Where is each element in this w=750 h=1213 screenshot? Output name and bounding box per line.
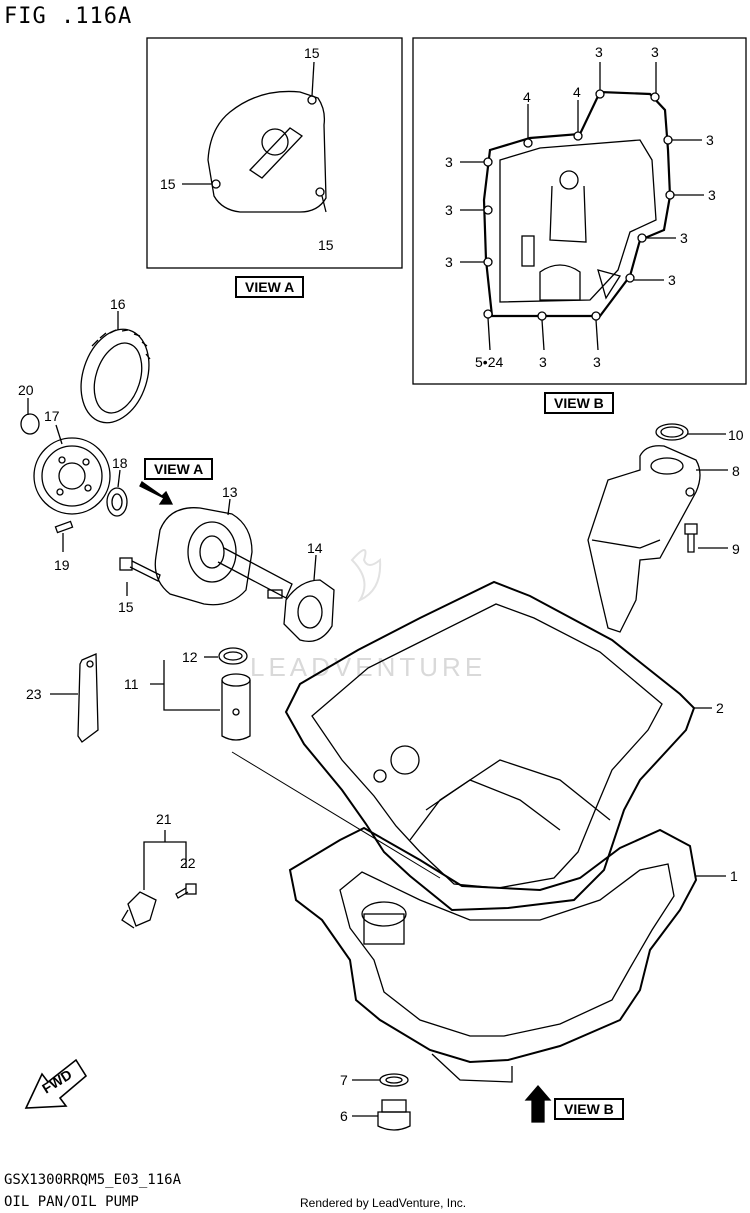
part-17-sprocket bbox=[33, 437, 111, 515]
view-b-frame bbox=[412, 37, 747, 385]
callout-13: 13 bbox=[222, 484, 238, 500]
callout-view-b-3-c: 3 bbox=[445, 154, 453, 170]
part-9-bolt bbox=[684, 523, 698, 553]
part-7-gasket bbox=[379, 1073, 409, 1087]
callout-11: 11 bbox=[124, 676, 139, 692]
part-1-oil-pan bbox=[231, 751, 698, 1083]
callout-22: 22 bbox=[180, 855, 196, 871]
figure-name: OIL PAN/OIL PUMP bbox=[4, 1194, 139, 1210]
part-10-o-ring bbox=[655, 423, 689, 441]
view-b-bolt-holes bbox=[483, 89, 675, 321]
callout-7: 7 bbox=[340, 1072, 348, 1088]
callout-view-b-5-24: 5•24 bbox=[475, 354, 503, 370]
callout-view-b-3-a: 3 bbox=[595, 44, 603, 60]
view-a-frame bbox=[146, 37, 403, 269]
callout-23: 23 bbox=[26, 686, 42, 702]
part-20-circlip bbox=[20, 413, 40, 435]
callout-12: 12 bbox=[182, 649, 198, 665]
view-b-pointer-label: VIEW B bbox=[554, 1098, 624, 1120]
part-22-bolt bbox=[175, 883, 197, 899]
callout-1: 1 bbox=[730, 868, 738, 884]
view-a-label: VIEW A bbox=[235, 276, 305, 298]
part-15-bolt bbox=[119, 557, 161, 582]
part-23-guide bbox=[77, 653, 99, 743]
part-16-chain bbox=[80, 328, 151, 424]
part-12-o-ring bbox=[218, 647, 248, 665]
part-14-gasket bbox=[283, 579, 335, 643]
view-b-label: VIEW B bbox=[544, 392, 614, 414]
callout-18: 18 bbox=[112, 455, 128, 471]
view-b-arrow-icon bbox=[524, 1085, 552, 1123]
callout-17: 17 bbox=[44, 408, 60, 424]
part-18-washer bbox=[106, 487, 128, 517]
figure-code: GSX1300RRQM5_E03_116A bbox=[4, 1172, 182, 1188]
callout-view-b-3-i: 3 bbox=[668, 272, 676, 288]
callout-21: 21 bbox=[156, 811, 172, 827]
callout-view-b-3-f: 3 bbox=[708, 187, 716, 203]
callout-20: 20 bbox=[18, 382, 34, 398]
fwd-arrow-icon: FWD bbox=[24, 1058, 88, 1109]
callout-view-b-3-g: 3 bbox=[445, 254, 453, 270]
callout-view-b-3-k: 3 bbox=[593, 354, 601, 370]
callout-10: 10 bbox=[728, 427, 744, 443]
callout-15: 15 bbox=[118, 599, 134, 615]
callout-view-b-4-a: 4 bbox=[523, 89, 531, 105]
callout-8: 8 bbox=[732, 463, 740, 479]
callout-14: 14 bbox=[307, 540, 323, 556]
part-13-oil-pump bbox=[154, 507, 293, 606]
oil-pan-gasket-view-b bbox=[482, 90, 672, 318]
callout-19: 19 bbox=[54, 557, 70, 573]
callout-view-b-3-b: 3 bbox=[651, 44, 659, 60]
callout-view-a-15-left: 15 bbox=[160, 176, 176, 192]
callout-view-a-15-bottom: 15 bbox=[318, 237, 334, 253]
callout-6: 6 bbox=[340, 1108, 348, 1124]
callout-view-b-4-b: 4 bbox=[573, 84, 581, 100]
part-6-drain-plug bbox=[377, 1099, 411, 1131]
part-8-oil-strainer bbox=[587, 445, 701, 633]
callout-view-a-15-top: 15 bbox=[304, 45, 320, 61]
callout-view-b-3-h: 3 bbox=[680, 230, 688, 246]
callout-16: 16 bbox=[110, 296, 126, 312]
part-2-oil-pan-gasket bbox=[284, 580, 696, 912]
part-21-oil-pressure-switch bbox=[121, 891, 157, 929]
view-a-pointer-label: VIEW A bbox=[144, 458, 214, 480]
part-19-pin bbox=[54, 520, 74, 534]
part-11-oil-pipe bbox=[221, 673, 251, 741]
callout-9: 9 bbox=[732, 541, 740, 557]
view-a-arrow-icon bbox=[139, 481, 174, 505]
callout-view-b-3-e: 3 bbox=[445, 202, 453, 218]
figure-title: FIG .116A bbox=[4, 4, 133, 29]
watermark-flame-icon bbox=[350, 549, 382, 603]
watermark-text: LEADVENTURE bbox=[250, 652, 486, 682]
rendered-by-credit: Rendered by LeadVenture, Inc. bbox=[300, 1196, 467, 1210]
callout-view-b-3-d: 3 bbox=[706, 132, 714, 148]
callout-2: 2 bbox=[716, 700, 724, 716]
callout-view-b-3-j: 3 bbox=[539, 354, 547, 370]
pump-cover-view-a bbox=[207, 90, 327, 213]
